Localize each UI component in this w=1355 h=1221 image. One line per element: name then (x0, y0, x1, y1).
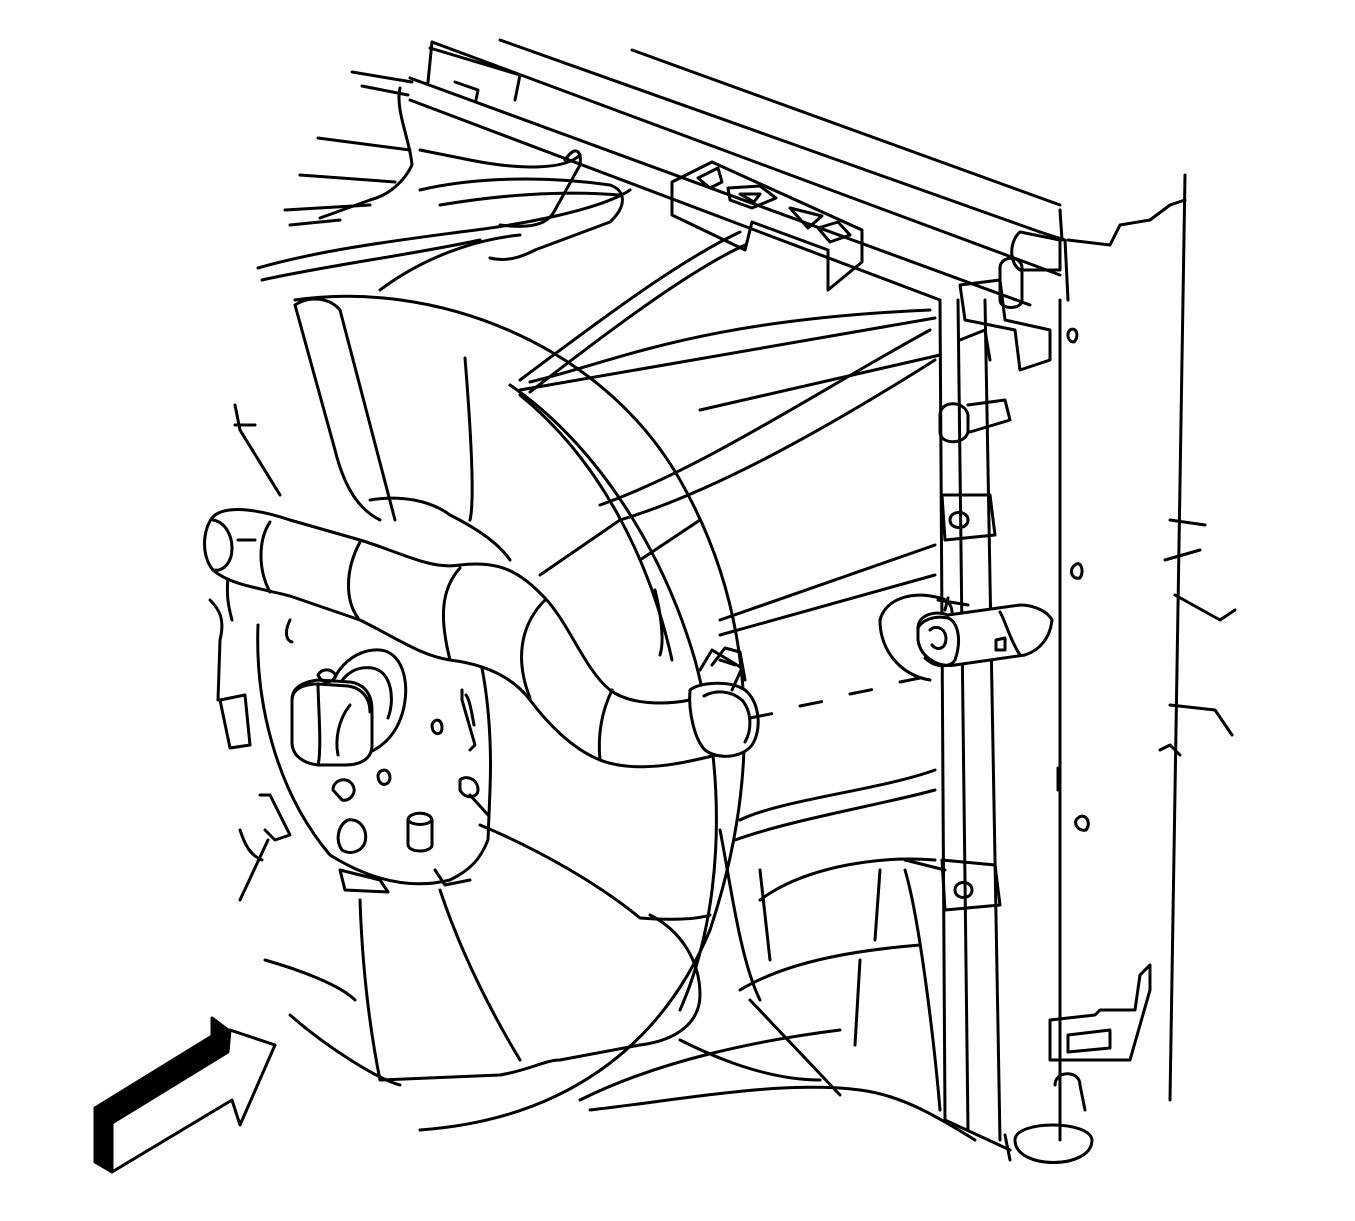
radiator-upper-tank (350, 38, 1070, 307)
hose-clamp (688, 646, 760, 758)
radiator-inlet-hose (203, 508, 732, 769)
tank-flow-markings (670, 160, 864, 292)
view-direction-arrow-icon (93, 1016, 277, 1174)
cooling-fan-motor (225, 553, 492, 886)
radiator-side-frame (938, 173, 1237, 1152)
radiator-hose-inlet-port (878, 593, 1054, 682)
side-mounting-bracket (938, 256, 1152, 1164)
radiator-core (518, 308, 947, 872)
hose-alignment-line (748, 676, 922, 720)
cooling-fan-blades (208, 297, 712, 1087)
cooling-fan-shroud-upper (256, 86, 747, 394)
